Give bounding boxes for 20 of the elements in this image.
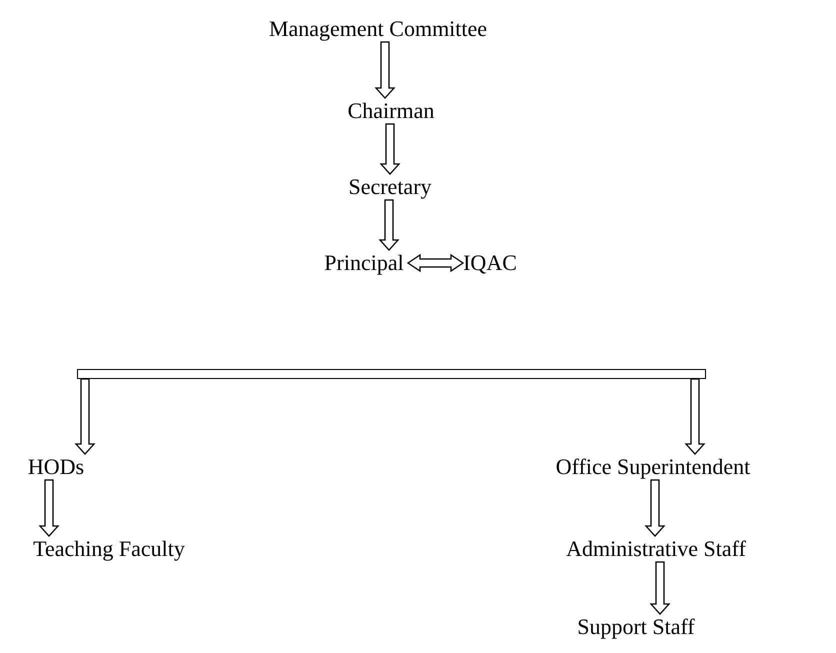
role-label: IQAC	[463, 252, 517, 274]
role-label: Principal	[324, 252, 404, 274]
block-arrow	[74, 378, 96, 455]
block-arrow	[650, 561, 670, 615]
role-label: Office Superintendent	[556, 456, 750, 478]
role-label: Secretary	[348, 176, 432, 198]
role-label: Chairman	[348, 100, 434, 122]
block-arrow	[380, 123, 400, 175]
block-arrow	[406, 254, 464, 272]
role-label: Administrative Staff	[566, 538, 746, 560]
role-label: Teaching Faculty	[33, 538, 185, 560]
block-arrow	[374, 41, 396, 99]
block-arrow	[38, 479, 60, 537]
block-arrow	[644, 479, 666, 537]
bar-shape	[77, 369, 706, 379]
block-arrow	[378, 199, 400, 251]
role-label: Management Committee	[268, 18, 488, 40]
role-label: Support Staff	[577, 616, 695, 638]
block-arrow	[684, 378, 706, 455]
role-label: HODs	[28, 456, 84, 478]
